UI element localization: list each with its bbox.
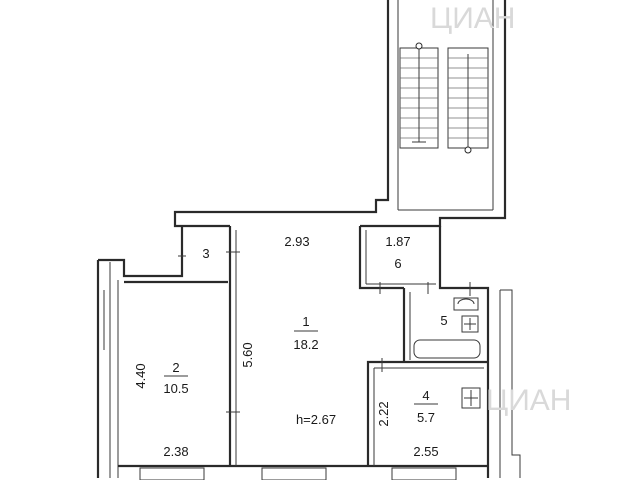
room-4-area: 5.7 xyxy=(417,410,435,425)
partitions xyxy=(178,226,488,466)
outer-walls xyxy=(96,226,521,480)
room-2-number: 2 xyxy=(172,360,179,375)
room-5-number: 5 xyxy=(440,313,447,328)
room-labels: 1 18.2 h=2.67 2 10.5 3 4 5.7 5 6 xyxy=(163,246,447,427)
dim-room1-width: 2.93 xyxy=(284,234,309,249)
room-3-number: 3 xyxy=(202,246,209,261)
room-6-number: 6 xyxy=(394,256,401,271)
bathtub xyxy=(413,339,481,359)
watermark: ЦИАН xyxy=(430,2,515,35)
dim-room1-length: 5.60 xyxy=(240,342,255,367)
dim-room4-length: 2.22 xyxy=(376,401,391,426)
room-1-height: h=2.67 xyxy=(296,412,336,427)
room-2-area: 10.5 xyxy=(163,381,188,396)
watermark-lower: ЦИАН xyxy=(486,384,571,417)
dim-room4-width: 2.55 xyxy=(413,444,438,459)
stair-end-marker xyxy=(464,146,472,154)
sink-fixture xyxy=(461,315,479,333)
stairwell xyxy=(173,0,507,228)
dim-room6-width: 1.87 xyxy=(385,234,410,249)
washbasin xyxy=(453,297,479,311)
room-1-area: 18.2 xyxy=(293,337,318,352)
dim-room2-width: 2.38 xyxy=(163,444,188,459)
stair-start-marker xyxy=(415,42,423,50)
dimension-labels: 2.93 1.87 5.60 4.40 2.38 2.22 2.55 xyxy=(133,234,439,459)
room-4-number: 4 xyxy=(422,388,429,403)
room-1-number: 1 xyxy=(302,314,309,329)
dim-room2-length: 4.40 xyxy=(133,363,148,388)
stove-fixture xyxy=(461,387,481,409)
